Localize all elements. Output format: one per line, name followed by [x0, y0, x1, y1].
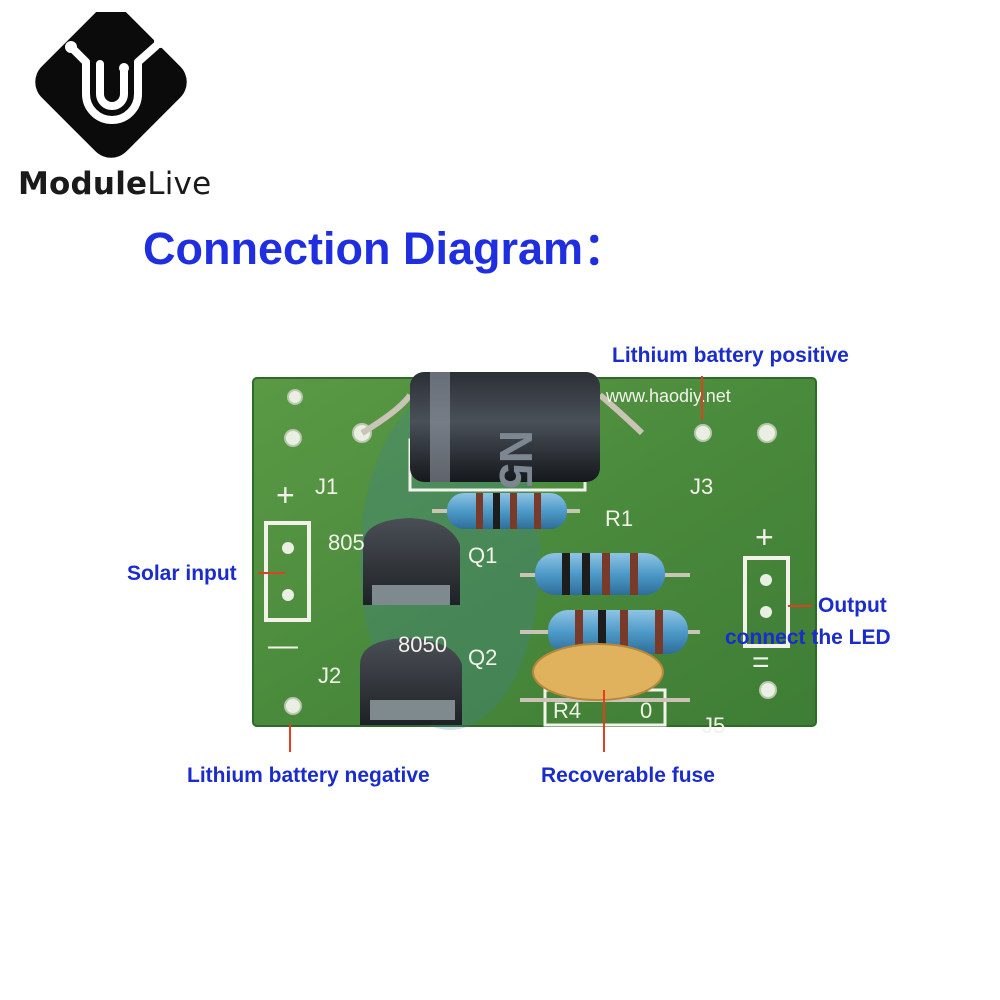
recoverable-fuse [532, 643, 664, 701]
silk-plus-right: + [755, 519, 774, 555]
connector-j3 [743, 556, 790, 648]
pad-holes [284, 389, 777, 715]
diode [410, 372, 600, 482]
page-title: Connection Diagram： [143, 223, 629, 274]
board-url: www.haodiy.net [605, 386, 731, 406]
silk-minus-right: = [752, 646, 770, 679]
connector-j1 [264, 521, 311, 622]
silk-8050: 8050 [398, 632, 447, 657]
transistor-q2 [360, 638, 462, 725]
silk-j3: J3 [690, 474, 713, 499]
silk-plus-left: + [276, 477, 295, 513]
diode-marking: N5 [490, 430, 542, 489]
silk-q1: Q1 [468, 543, 497, 568]
silk-r4: R4 [553, 698, 581, 723]
brand-part1: Module [18, 166, 148, 202]
transistor-q1 [363, 518, 460, 605]
label-recoverable-fuse: Recoverable fuse [541, 764, 715, 787]
brand-name: ModuleLive [18, 166, 211, 202]
silk-zero: 0 [640, 698, 652, 723]
label-solar-input: Solar input [127, 562, 237, 585]
silk-q2: Q2 [468, 645, 497, 670]
silk-j5: J5 [702, 713, 725, 738]
resistor-body-2 [520, 553, 690, 595]
resistor-r1-body [432, 493, 580, 529]
silk-r1: R1 [605, 506, 633, 531]
resistor-body-3 [520, 610, 700, 654]
silk-minus-left: — [268, 629, 298, 662]
silk-j1: J1 [315, 474, 338, 499]
label-output-line2: connect the LED [725, 626, 891, 649]
label-lithium-positive: Lithium battery positive [612, 344, 849, 367]
silk-j2: J2 [318, 663, 341, 688]
silk-805: 805 [328, 530, 365, 555]
brand-part2: Live [147, 166, 212, 202]
label-lithium-negative: Lithium battery negative [187, 764, 430, 787]
label-output-line1: Output [818, 594, 887, 617]
modulelive-logo-icon [35, 12, 187, 158]
leader-lines [258, 376, 812, 752]
